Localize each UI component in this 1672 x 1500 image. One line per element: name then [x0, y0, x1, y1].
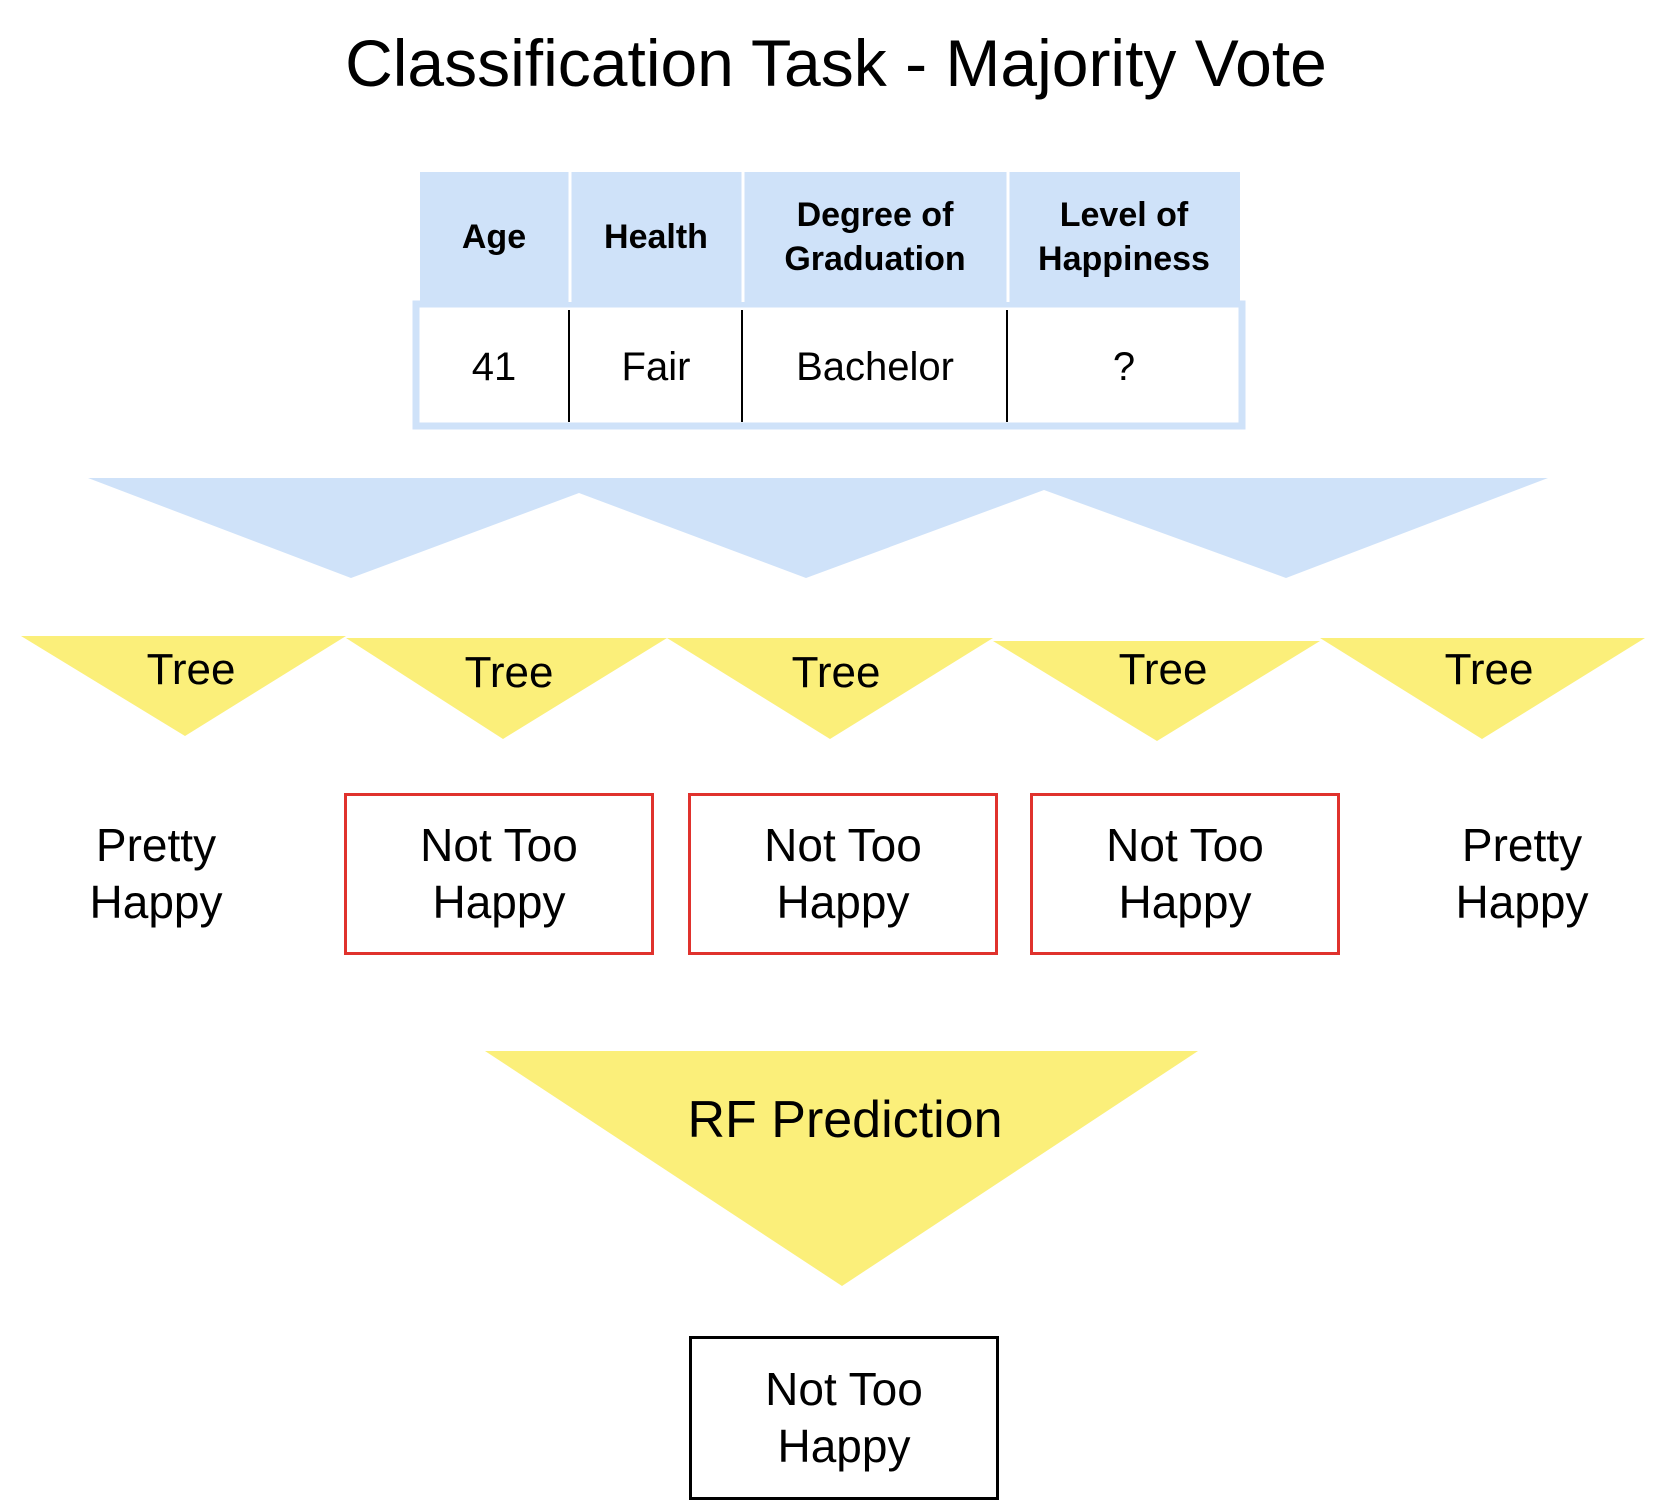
table-cell-age: 41 [471, 344, 517, 389]
tree-label: Tree [1444, 645, 1534, 694]
table-row-frame [412, 300, 1246, 430]
tree-triangle [21, 636, 346, 736]
tree-triangle [993, 641, 1320, 741]
tree-vote-not-too-happy: Not Too Happy [688, 793, 998, 955]
rf-triangle [485, 1051, 1198, 1286]
distribution-arrow [88, 478, 1548, 578]
table-header-happiness: Level of Happiness [1038, 196, 1210, 278]
tree-label: Tree [146, 645, 236, 694]
table-header-age: Age [461, 218, 527, 256]
tree-triangle [1320, 638, 1645, 739]
tree-triangle [667, 638, 993, 739]
tree-label: Tree [1118, 645, 1208, 694]
tree-label: Tree [464, 648, 554, 697]
input-table: Age Health Degree of Graduation Level of… [420, 172, 1240, 427]
diagram-title: Classification Task - Majority Vote [345, 26, 1327, 100]
tree-vote-pretty-happy: Pretty Happy [89, 819, 223, 928]
table-cell-degree: Bachelor [796, 344, 954, 389]
tree-label: Tree [791, 648, 881, 697]
tree-triangle [346, 638, 667, 739]
tree-vote-pretty-happy: Pretty Happy [1455, 819, 1589, 928]
rf-prediction-label: RF Prediction [687, 1091, 1003, 1149]
table-header-fill [420, 172, 1240, 302]
tree-vote-not-too-happy: Not Too Happy [344, 793, 654, 955]
table-cell-happiness: ? [1112, 344, 1136, 389]
tree-vote-not-too-happy: Not Too Happy [1030, 793, 1340, 955]
rf-prediction-result: Not Too Happy [689, 1336, 999, 1500]
table-header-health: Health [604, 218, 708, 256]
table-cell-health: Fair [621, 344, 691, 389]
table-header-degree: Degree of Graduation [784, 196, 966, 278]
